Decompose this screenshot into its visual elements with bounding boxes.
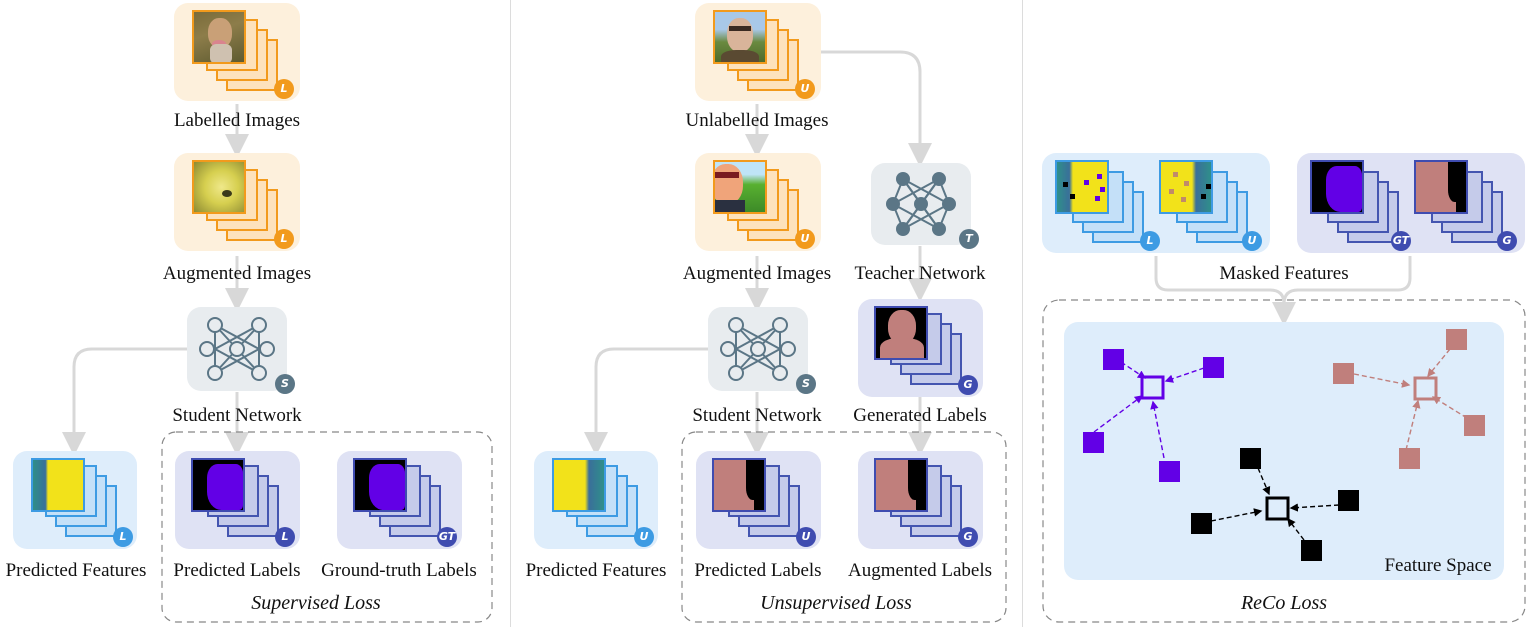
purple-feature-point	[1083, 432, 1104, 453]
student-network-label: Student Network	[172, 405, 302, 426]
feature-space-label: Feature Space	[1384, 555, 1492, 576]
supervised-loss-label: Supervised Loss	[251, 592, 381, 614]
predicted-features-label: Predicted Features	[5, 560, 147, 581]
augmented-images-label: Augmented Images	[682, 263, 832, 284]
ground-truth-labels-label: Ground-truth Labels	[321, 560, 477, 581]
unsupervised-loss-label: Unsupervised Loss	[760, 592, 912, 614]
person-photo	[713, 10, 767, 64]
badge-l: L	[1140, 231, 1160, 251]
segmentation-mask-image	[712, 458, 766, 512]
augmented-images-card: L	[174, 153, 300, 251]
badge-u: U	[795, 229, 815, 249]
predicted-labels-card: L	[175, 451, 300, 549]
segmentation-mask-image	[874, 458, 928, 512]
panel-divider	[1022, 0, 1023, 627]
black-feature-point	[1240, 448, 1261, 469]
badge-l: L	[274, 79, 294, 99]
purple-feature-point	[1103, 349, 1124, 370]
augmented-labels-label: Augmented Labels	[847, 560, 993, 581]
arrow-student-to-features	[584, 347, 708, 456]
segmentation-mask-image	[874, 306, 928, 360]
badge-gt: GT	[1391, 231, 1411, 251]
generated-labels-label: Generated Labels	[853, 405, 987, 426]
feature-map-image	[552, 458, 606, 512]
black-feature-point	[1191, 513, 1212, 534]
predicted-labels-card: U	[696, 451, 821, 549]
augmented-images-card: U	[695, 153, 821, 251]
masked-feature-map-labelled	[1055, 160, 1109, 214]
labelled-images-card: L	[174, 3, 300, 101]
neural-network-icon	[199, 317, 275, 381]
neural-network-icon	[886, 172, 956, 236]
pink-feature-point	[1464, 415, 1485, 436]
pink-prototype	[1413, 376, 1438, 401]
masked-features-card: L U	[1042, 153, 1270, 253]
panel-divider	[510, 0, 511, 627]
student-network-card: S	[187, 307, 295, 394]
purple-feature-point	[1159, 461, 1180, 482]
badge-u: U	[1242, 231, 1262, 251]
predicted-labels-label: Predicted Labels	[173, 560, 301, 581]
unsupervised-loss-box	[681, 431, 1007, 623]
badge-g: G	[958, 375, 978, 395]
pink-feature-point	[1333, 363, 1354, 384]
feature-space-plot	[1083, 329, 1485, 561]
unlabelled-images-label: Unlabelled Images	[685, 110, 829, 131]
labelled-images-label: Labelled Images	[173, 110, 301, 131]
purple-feature-point	[1203, 357, 1224, 378]
predicted-features-card: L	[13, 451, 137, 549]
badge-l: L	[113, 527, 133, 547]
pink-feature-point	[1446, 329, 1467, 350]
purple-prototype	[1140, 375, 1165, 400]
augmented-labels-card: G	[858, 451, 983, 549]
pink-feature-point	[1399, 448, 1420, 469]
badge-u: U	[795, 79, 815, 99]
teacher-network-card: T	[871, 163, 979, 249]
masked-labels-card: GT G	[1297, 153, 1525, 253]
feature-space-area	[1064, 322, 1504, 580]
arrow-unlabelled-to-teacher	[820, 50, 932, 167]
black-feature-point	[1301, 540, 1322, 561]
reco-loss-label: ReCo Loss	[1240, 592, 1328, 614]
black-prototype	[1265, 496, 1290, 521]
black-feature-point	[1338, 490, 1359, 511]
badge-l: L	[274, 229, 294, 249]
segmentation-mask-image	[191, 458, 245, 512]
generated-labels-card: G	[858, 299, 983, 397]
generated-mask-image	[1414, 160, 1468, 214]
ground-truth-labels-card: GT	[337, 451, 462, 549]
badge-t: T	[959, 229, 979, 249]
unlabelled-images-card: U	[695, 3, 821, 101]
badge-g: G	[958, 527, 978, 547]
student-network-card: S	[708, 307, 816, 394]
predicted-labels-label: Predicted Labels	[694, 560, 822, 581]
arrow-student-to-features	[62, 347, 188, 456]
badge-s: S	[275, 374, 295, 394]
segmentation-mask-image	[353, 458, 407, 512]
reco-loss-box	[1042, 299, 1526, 623]
augmented-images-label: Augmented Images	[162, 263, 312, 284]
badge-s: S	[796, 374, 816, 394]
masked-feature-map-unlabelled	[1159, 160, 1213, 214]
dog-photo	[192, 10, 246, 64]
badge-u: U	[634, 527, 654, 547]
feature-map-image	[31, 458, 85, 512]
student-network-label: Student Network	[692, 405, 822, 426]
badge-l: L	[275, 527, 295, 547]
badge-gt: GT	[437, 527, 457, 547]
teacher-network-label: Teacher Network	[854, 263, 986, 284]
badge-u: U	[796, 527, 816, 547]
ground-truth-mask-image	[1310, 160, 1364, 214]
predicted-features-card: U	[534, 451, 658, 549]
predicted-features-label: Predicted Features	[525, 560, 667, 581]
masked-features-label: Masked Features	[1219, 263, 1349, 284]
augmented-person-photo	[713, 160, 767, 214]
augmented-dog-photo	[192, 160, 246, 214]
neural-network-icon	[720, 317, 796, 381]
supervised-loss-box	[161, 431, 493, 623]
badge-g: G	[1497, 231, 1517, 251]
